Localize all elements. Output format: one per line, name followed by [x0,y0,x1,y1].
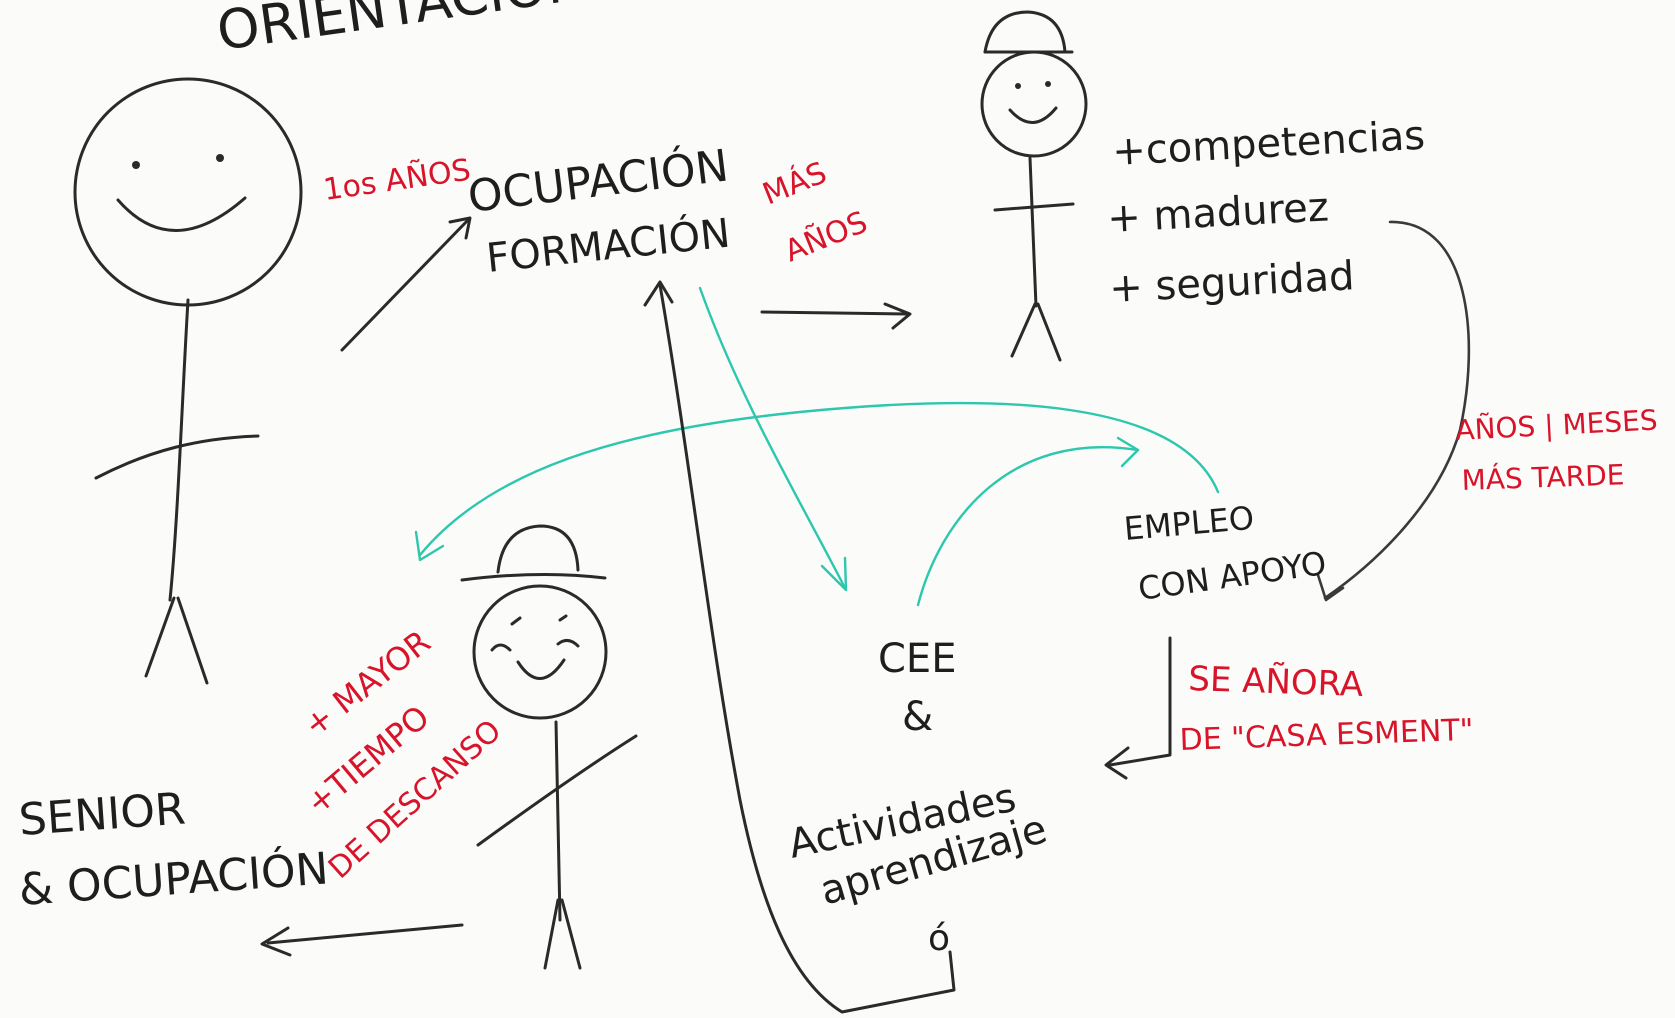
figure-senior [460,524,638,970]
arrow-to-growth [760,310,910,316]
arrow-years-later [1323,220,1471,600]
arrow-to-occupation [340,218,470,352]
label-senior-2: & OCUPACIÓN [17,841,330,916]
label-occupation: OCUPACIÓN [465,138,731,223]
gain-competencies: +competencias [1111,113,1426,175]
label-nostalgia-1: SE AÑORA [1188,659,1364,705]
figure-growing [980,10,1088,362]
label-years-months: AÑOS | MESES [1455,403,1659,447]
title-orientacion: ORIENTACIÓN [213,0,590,63]
label-later: MÁS TARDE [1461,457,1625,497]
gain-security: + seguridad [1108,253,1355,312]
label-activities-or: ó [928,918,950,959]
figure-young [73,77,303,685]
label-senior-1: SENIOR [17,783,187,846]
label-supported-employment-2: CON APOYO [1136,544,1329,608]
label-more-years-2: AÑOS [780,204,873,269]
label-more-years-1: MÁS [758,155,832,213]
arrow-activities-loop [658,283,956,1014]
teal-arrows [414,286,1220,607]
label-first-years: 1os AÑOS [321,152,473,208]
label-supported-employment-1: EMPLEO [1122,499,1255,548]
label-training: FORMACIÓN [484,209,732,282]
arrow-back-home [1108,636,1172,767]
label-cee: CEE [878,636,956,682]
gain-maturity: + madurez [1106,184,1330,242]
label-cee-and: & [902,694,933,740]
label-nostalgia-2: DE "CASA ESMENT" [1179,713,1474,758]
arrow-to-senior [266,923,464,945]
